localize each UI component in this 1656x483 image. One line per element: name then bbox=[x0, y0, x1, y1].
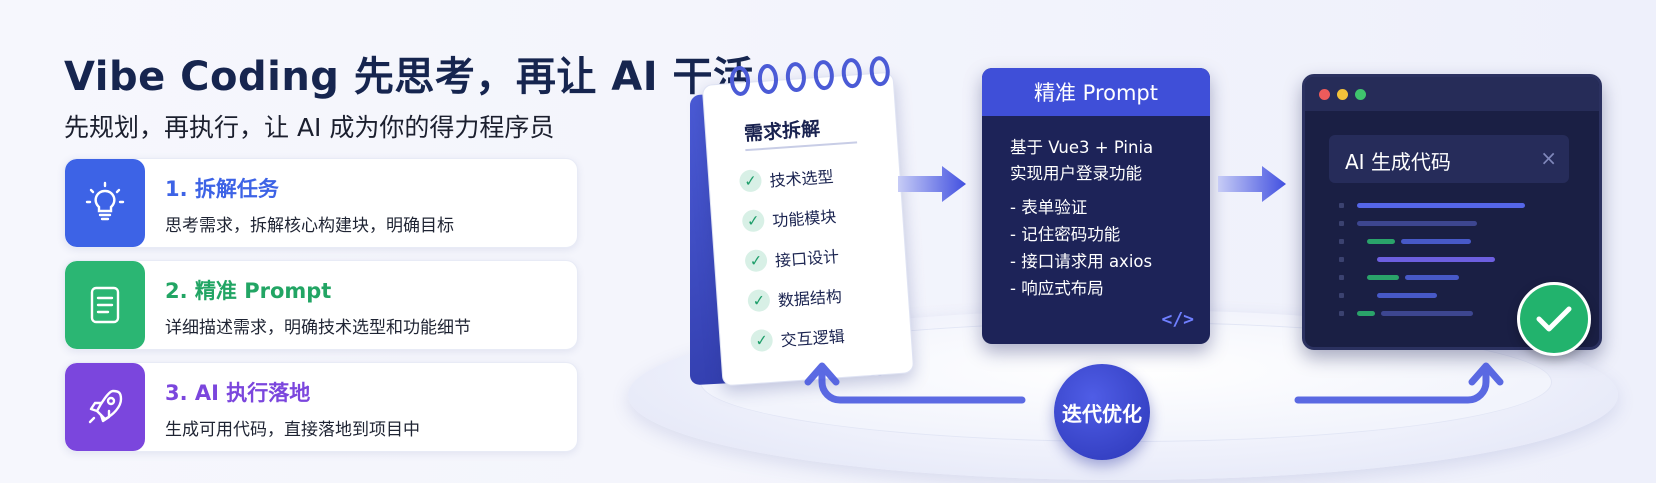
prompt-line: - 表单验证 bbox=[1010, 198, 1088, 217]
check-icon: ✓ bbox=[738, 169, 763, 193]
code-icon: </> bbox=[1161, 309, 1194, 330]
window-titlebar bbox=[1305, 77, 1599, 111]
iterate-optimize-node: 迭代优化 bbox=[1054, 364, 1150, 460]
notebook-item: ✓ 接口设计 bbox=[744, 243, 840, 273]
code-window: AI 生成代码 × bbox=[1302, 74, 1602, 350]
step-title: 1. 拆解任务 bbox=[165, 177, 279, 201]
check-icon: ✓ bbox=[749, 328, 774, 353]
step-title: 2. 精准 Prompt bbox=[165, 279, 332, 303]
requirements-notebook: 需求拆解 ✓ 技术选型 ✓ 功能模块 ✓ 接口设计 ✓ 数据结构 ✓ 交互逻辑 bbox=[701, 71, 915, 387]
prompt-line: - 记住密码功能 bbox=[1010, 225, 1121, 244]
minimize-dot-icon bbox=[1337, 89, 1348, 100]
notebook-item: ✓ 技术选型 bbox=[738, 163, 834, 193]
close-icon: × bbox=[1540, 146, 1557, 170]
prompt-card-title: 精准 Prompt bbox=[982, 68, 1210, 116]
maximize-dot-icon bbox=[1355, 89, 1366, 100]
step-description: 生成可用代码，直接落地到项目中 bbox=[165, 420, 420, 440]
rocket-icon bbox=[65, 363, 145, 451]
checkmark-badge-icon bbox=[1517, 282, 1591, 356]
step-card-execute: 3. AI 执行落地 生成可用代码，直接落地到项目中 bbox=[64, 362, 578, 452]
loop-arrows-icon bbox=[804, 362, 1504, 404]
close-dot-icon bbox=[1319, 89, 1330, 100]
notebook-rings bbox=[730, 56, 890, 96]
arrow-right-icon bbox=[898, 166, 966, 202]
prompt-line: 实现用户登录功能 bbox=[1010, 164, 1142, 183]
document-icon bbox=[65, 261, 145, 349]
page-title: Vibe Coding 先思考，再让 AI 干活 bbox=[64, 54, 754, 100]
step-description: 思考需求，拆解核心构建块，明确目标 bbox=[165, 216, 454, 236]
ai-code-tab: AI 生成代码 × bbox=[1329, 135, 1569, 183]
notebook-item: ✓ 交互逻辑 bbox=[749, 323, 845, 353]
iterate-label: 迭代优化 bbox=[1062, 401, 1142, 426]
check-icon: ✓ bbox=[747, 288, 771, 313]
notebook-title: 需求拆解 bbox=[743, 117, 821, 146]
step-description: 详细描述需求，明确技术选型和功能细节 bbox=[165, 318, 471, 338]
page-subtitle: 先规划，再执行，让 AI 成为你的得力程序员 bbox=[64, 113, 555, 142]
prompt-line: 基于 Vue3 + Pinia bbox=[1010, 138, 1154, 157]
check-icon: ✓ bbox=[741, 209, 766, 233]
notebook-item: ✓ 功能模块 bbox=[741, 203, 837, 233]
prompt-line: - 响应式布局 bbox=[1010, 279, 1104, 298]
step-card-prompt: 2. 精准 Prompt 详细描述需求，明确技术选型和功能细节 bbox=[64, 260, 578, 350]
check-icon: ✓ bbox=[744, 248, 768, 273]
prompt-card: 精准 Prompt 基于 Vue3 + Pinia 实现用户登录功能 - 表单验… bbox=[982, 68, 1210, 344]
notebook-item: ✓ 数据结构 bbox=[747, 283, 842, 313]
lightbulb-icon bbox=[65, 159, 145, 247]
step-card-decompose: 1. 拆解任务 思考需求，拆解核心构建块，明确目标 bbox=[64, 158, 578, 248]
arrow-right-icon bbox=[1218, 166, 1286, 202]
ai-tab-label: AI 生成代码 bbox=[1345, 150, 1451, 174]
prompt-line: - 接口请求用 axios bbox=[1010, 252, 1153, 271]
step-title: 3. AI 执行落地 bbox=[165, 381, 311, 405]
